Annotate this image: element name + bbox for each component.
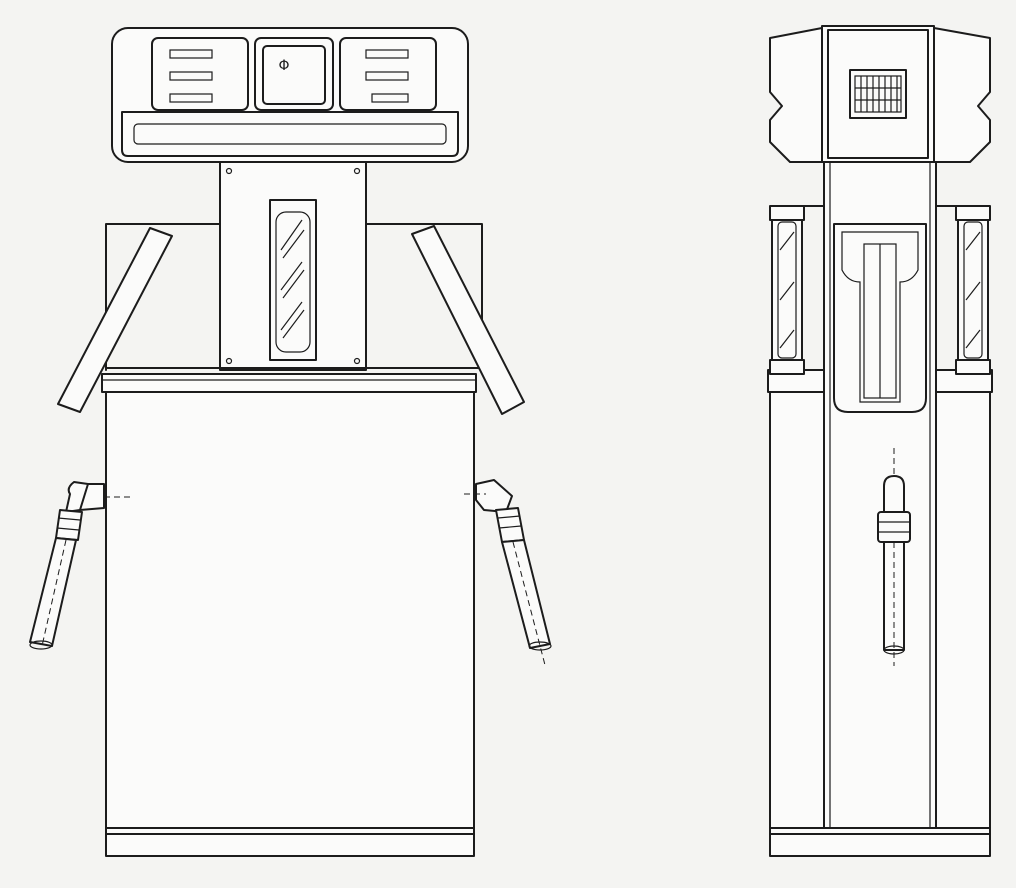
side-display-head [769,25,991,163]
side-panel-right [935,205,993,393]
front-nozzle-left [29,481,130,650]
front-holster-arm-left [57,227,173,413]
side-nozzle-holster [833,223,927,413]
side-cabinet [769,391,991,857]
display-symbol: Φ [278,58,289,74]
front-cabinet [101,373,477,857]
side-nozzle [877,448,911,666]
front-view: Φ [29,27,552,857]
front-holster-arm-right [411,225,525,415]
front-column [219,161,367,371]
side-panel-left [767,205,825,393]
side-view [767,25,993,857]
front-display-head: Φ [111,27,469,163]
front-nozzle-right [464,479,552,666]
